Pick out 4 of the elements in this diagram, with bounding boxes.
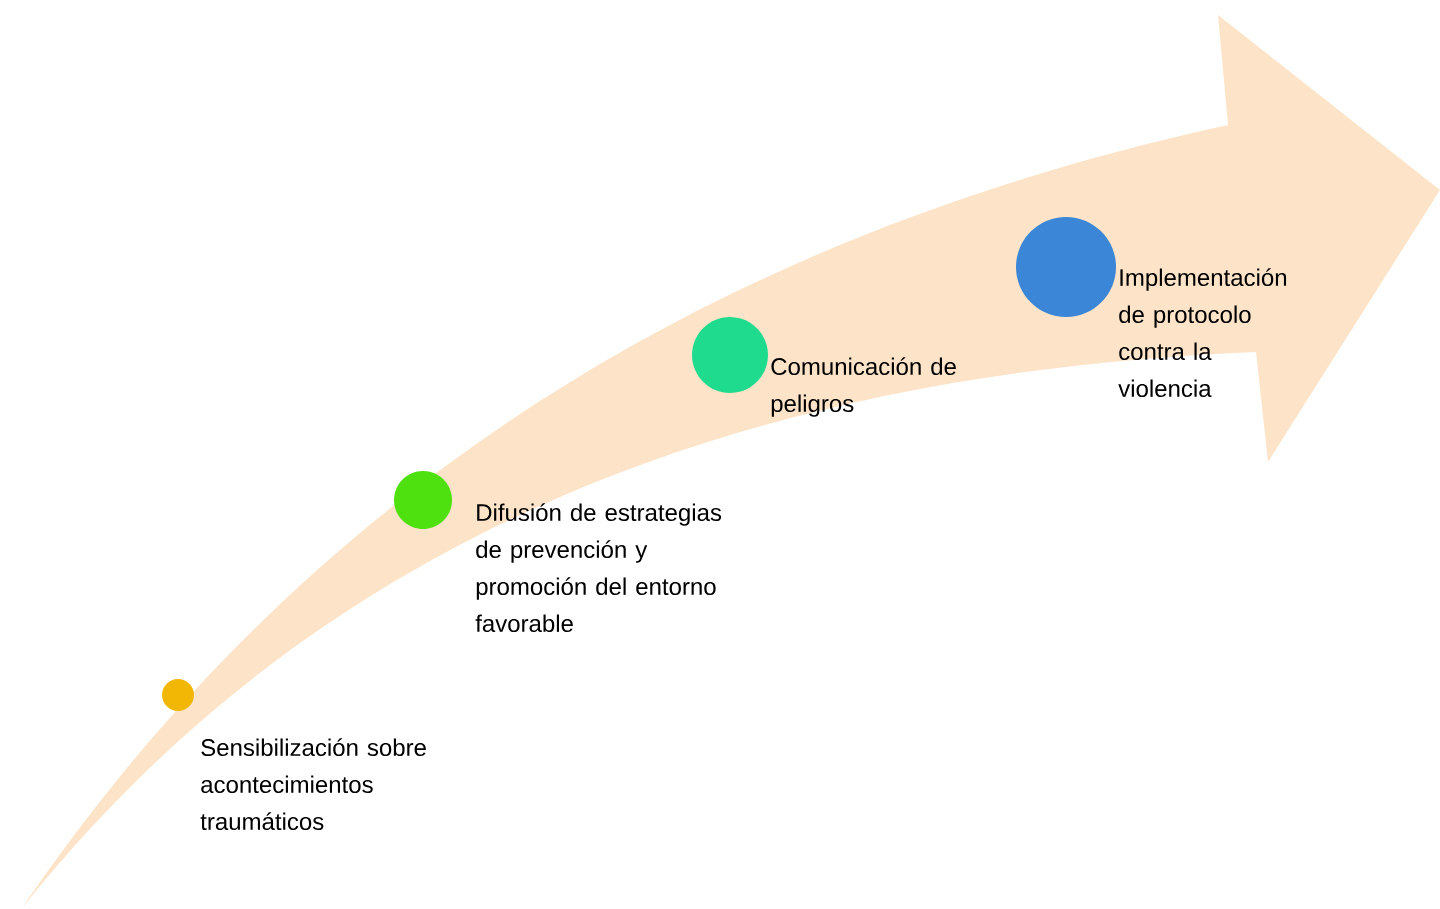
step-label: Difusión de estrategias de prevención y promoción del entorno favorable	[475, 503, 722, 633]
step-label: Sensibilización sobre acontecimientos traumáticos	[200, 738, 426, 831]
step-label: Implementación de protocolo contra la violencia	[1118, 268, 1287, 398]
step-label: Comunicación de peligros	[771, 357, 956, 417]
